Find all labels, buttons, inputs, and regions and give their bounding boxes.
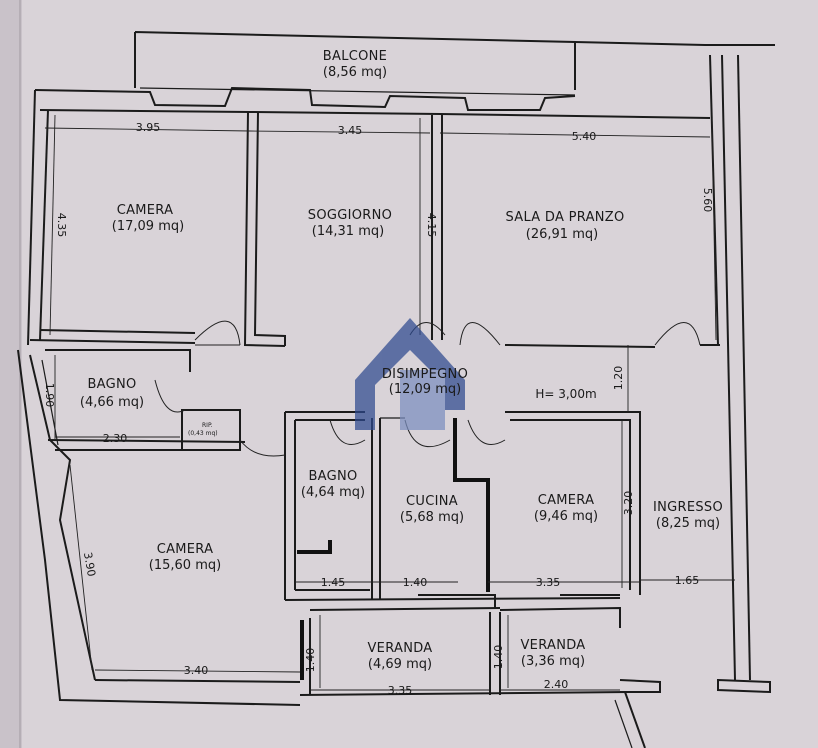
dim-1-45: 1.45 <box>321 576 346 589</box>
sala-da-pranzo-area: (26,91 mq) <box>526 227 598 242</box>
outer-walls <box>17 54 771 748</box>
cucina-area: (5,68 mq) <box>400 510 464 525</box>
camera-2-name: CAMERA <box>538 493 595 508</box>
bagno-1-area: (4,66 mq) <box>80 395 144 410</box>
dim-4-35: 4.35 <box>55 213 68 238</box>
dim-5-40: 5.40 <box>572 130 597 143</box>
balcone-area: (8,56 mq) <box>323 65 387 80</box>
paper-margin <box>0 0 22 748</box>
dim-1-40-veranda-1: 1.40 <box>304 648 317 673</box>
balcone-name: BALCONE <box>323 49 387 64</box>
watermark-house-icon <box>355 318 465 430</box>
dim-1-20: 1.20 <box>612 366 625 391</box>
soggiorno-name: SOGGIORNO <box>308 208 392 223</box>
dim-3-40: 3.40 <box>184 664 209 677</box>
camera-1-area: (17,09 mq) <box>112 219 184 234</box>
ripostiglio-area: (0,43 mq) <box>188 430 218 437</box>
camera-2-area: (9,46 mq) <box>534 509 598 524</box>
dim-1-65: 1.65 <box>675 574 700 587</box>
dimension-lines <box>44 114 735 691</box>
ingresso-area: (8,25 mq) <box>656 516 720 531</box>
cucina-name: CUCINA <box>406 494 458 509</box>
dim-5-60: 5.60 <box>701 188 714 213</box>
veranda-1-area: (4,69 mq) <box>368 657 432 672</box>
dim-3-35-veranda: 3.35 <box>388 684 413 697</box>
height-note: H= 3,00m <box>535 387 596 401</box>
camera-3-area: (15,60 mq) <box>149 558 221 573</box>
ripostiglio-name: RIP. <box>202 422 213 429</box>
bagno-2-area: (4,64 mq) <box>301 485 365 500</box>
dim-3-20: 3.20 <box>622 491 635 516</box>
dim-3-35-camera: 3.35 <box>536 576 561 589</box>
dim-2-40: 2.40 <box>544 678 569 691</box>
ingresso-name: INGRESSO <box>653 500 723 515</box>
veranda-1-name: VERANDA <box>367 641 432 656</box>
sala-da-pranzo-name: SALA DA PRANZO <box>505 210 624 225</box>
dim-1-40-cucina: 1.40 <box>403 576 428 589</box>
dim-1-40-veranda-2: 1.40 <box>492 645 505 670</box>
dim-3-45: 3.45 <box>338 124 363 137</box>
soggiorno-area: (14,31 mq) <box>312 224 384 239</box>
dim-3-90: 3.90 <box>81 551 98 577</box>
disimpegno-name: DISIMPEGNO <box>382 367 468 382</box>
dim-3-95: 3.95 <box>136 121 161 134</box>
camera-1-name: CAMERA <box>117 203 174 218</box>
veranda-2-name: VERANDA <box>520 638 585 653</box>
dim-4-15: 4.15 <box>425 213 438 238</box>
balcony-outline <box>134 31 775 96</box>
veranda-2-area: (3,36 mq) <box>521 654 585 669</box>
dim-2-30: 2.30 <box>103 432 128 445</box>
camera-3-name: CAMERA <box>157 542 214 557</box>
bagno-1-name: BAGNO <box>87 377 136 392</box>
dim-1-90: 1.90 <box>43 383 56 408</box>
interior-walls <box>29 111 720 695</box>
disimpegno-area: (12,09 mq) <box>389 382 461 397</box>
bagno-2-name: BAGNO <box>308 469 357 484</box>
